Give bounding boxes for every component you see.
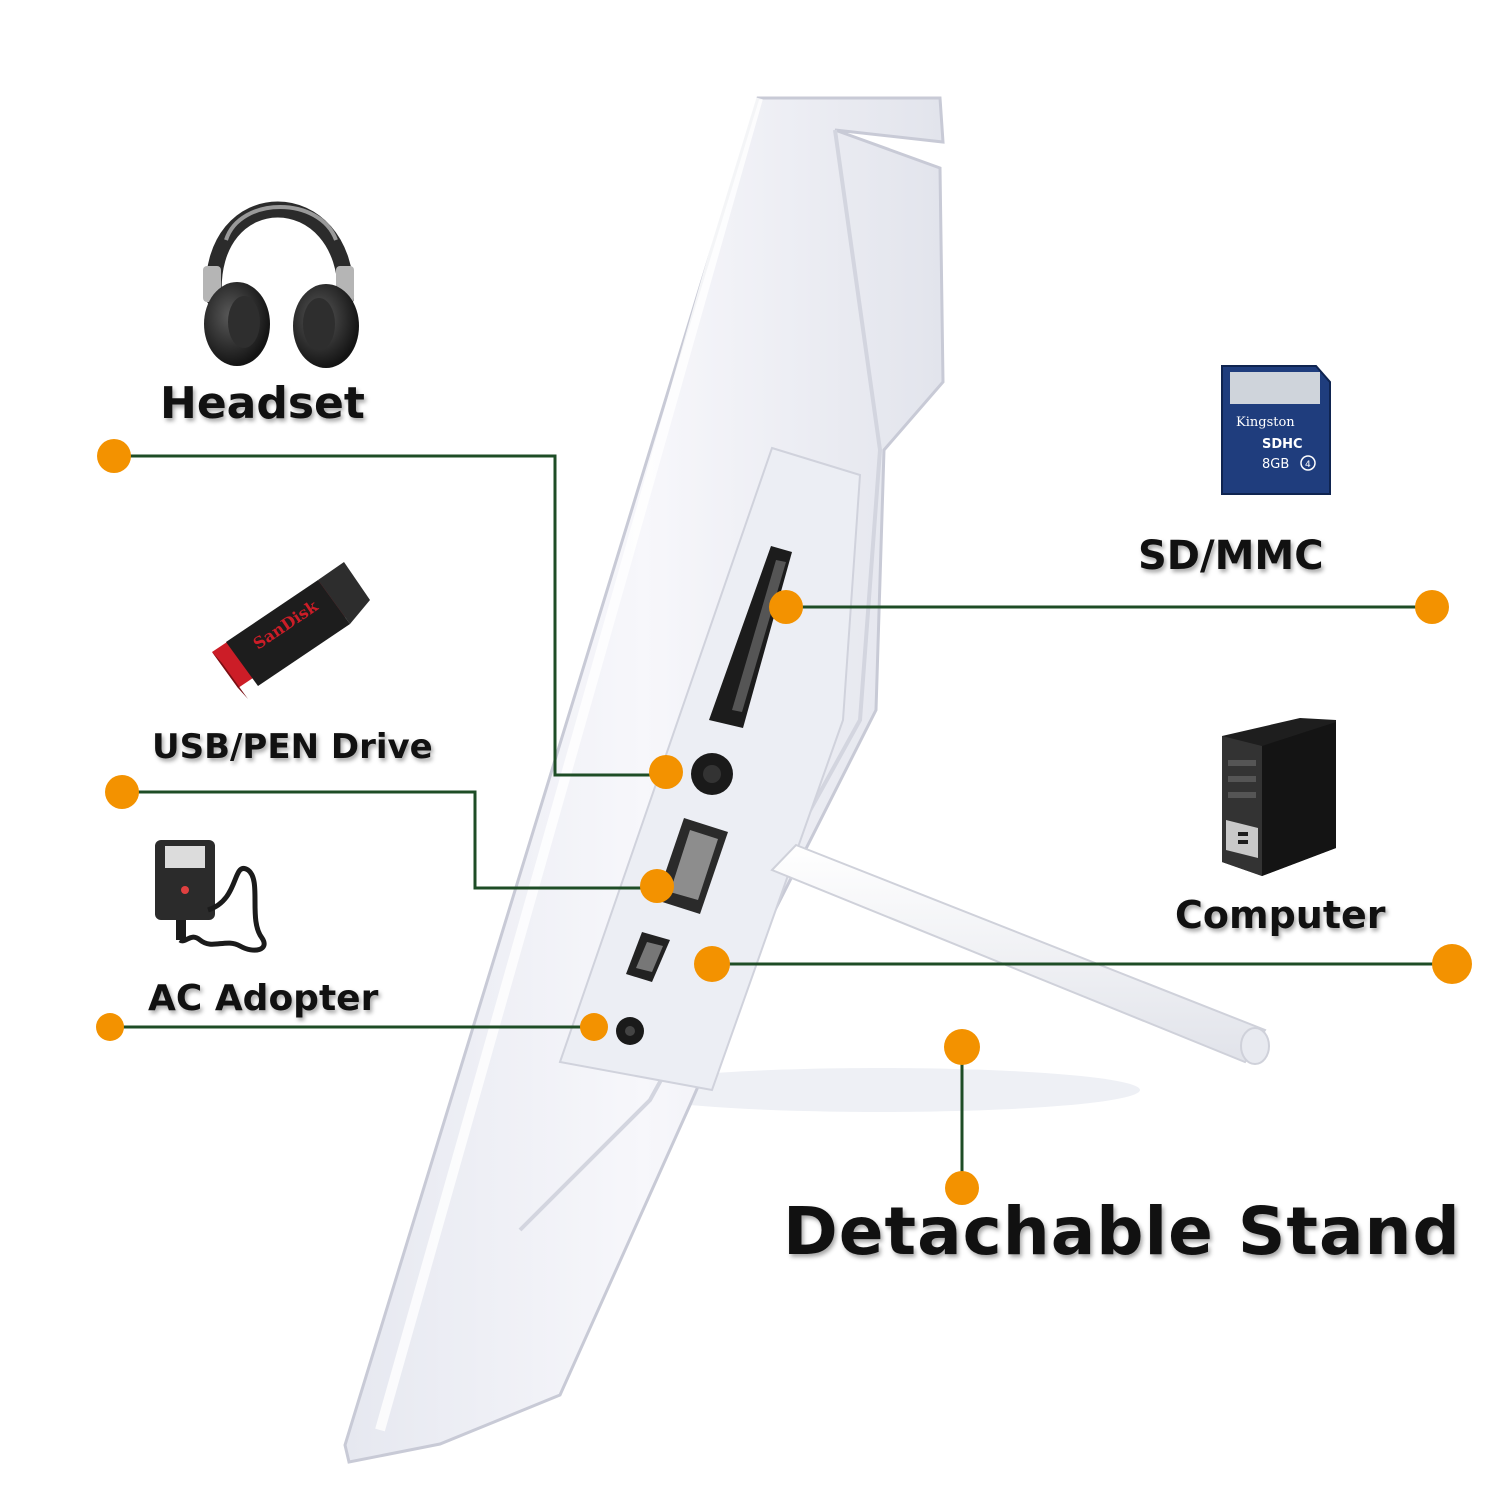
marker-ac-port xyxy=(580,1013,608,1041)
usb-port xyxy=(656,818,728,914)
frame-edge-highlight xyxy=(375,96,763,1432)
sd-class-text: 4 xyxy=(1305,460,1311,470)
computer-label: Computer xyxy=(1175,893,1386,937)
marker-computer-end xyxy=(1432,944,1472,984)
sd-capacity-text: 8GB xyxy=(1262,457,1289,472)
leader-usb xyxy=(122,790,656,890)
sd-mmc-label: SD/MMC xyxy=(1138,533,1324,579)
sd-card-icon: Kingston SDHC 8GB 4 xyxy=(1221,365,1331,495)
usb-flash-drive-icon: SanDisk xyxy=(212,562,370,699)
mini-usb-port xyxy=(626,932,670,982)
sd-type-text: SDHC xyxy=(1262,437,1303,452)
usb-pen-drive-label: USB/PEN Drive xyxy=(152,727,433,767)
detachable-stand-label: Detachable Stand xyxy=(783,1193,1461,1270)
marker-ac-end xyxy=(96,1013,124,1041)
leader-lines xyxy=(110,454,1452,1188)
marker-usb-port xyxy=(640,869,674,903)
marker-headset-port xyxy=(649,755,683,789)
marker-stand-bottom xyxy=(945,1171,979,1205)
frame-inner-bevel xyxy=(518,129,883,1232)
leader-headset xyxy=(114,454,662,777)
detachable-stand xyxy=(770,843,1270,1065)
desktop-tower-icon xyxy=(1222,718,1336,876)
marker-sd-port xyxy=(769,590,803,624)
headset-label: Headset xyxy=(160,378,365,429)
headset-jack xyxy=(691,753,733,795)
marker-headset-end xyxy=(97,439,131,473)
dc-power-jack xyxy=(616,1017,644,1045)
markers xyxy=(96,439,1472,1205)
ac-adapter-label: AC Adopter xyxy=(148,978,379,1019)
marker-sd-end xyxy=(1415,590,1449,624)
floor-shadow xyxy=(620,1068,1140,1112)
marker-stand-top xyxy=(944,1029,980,1065)
marker-usb-end xyxy=(105,775,139,809)
headphones-icon xyxy=(203,201,359,368)
sd-brand-text: Kingston xyxy=(1236,415,1295,430)
power-adapter-icon xyxy=(155,840,267,953)
frame-body xyxy=(343,96,945,1464)
marker-computer-port xyxy=(694,946,730,982)
